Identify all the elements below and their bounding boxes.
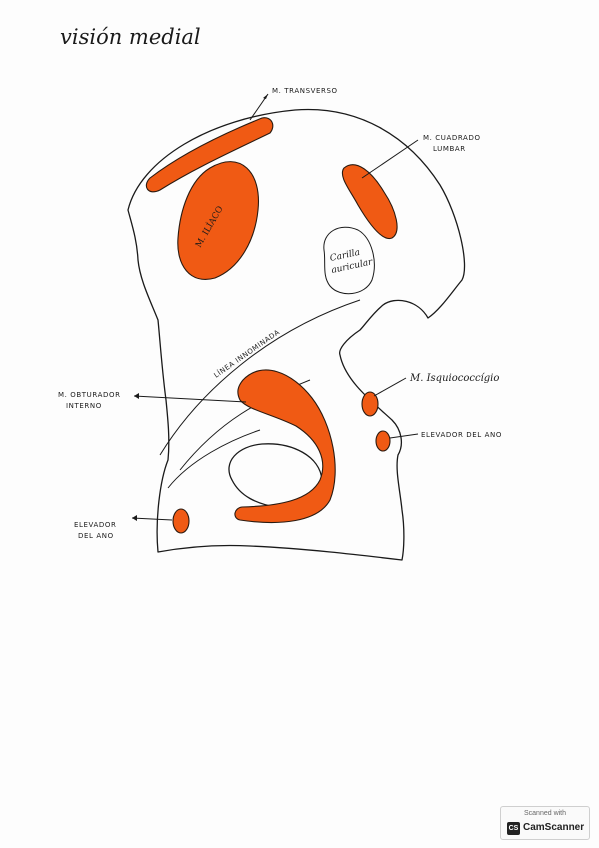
m-transverso xyxy=(145,117,274,193)
m-iliaco xyxy=(177,161,260,280)
isquio-pointer xyxy=(373,377,407,397)
bone-outline xyxy=(127,108,466,561)
auricular-surface xyxy=(323,226,375,295)
elevador-left-pointer-arrowhead xyxy=(132,515,137,521)
arcuate-line xyxy=(159,299,361,456)
obturador-label-2: INTERNO xyxy=(66,402,102,410)
cuadrado-label-2: LUMBAR xyxy=(433,145,466,153)
elevador-right-pointer xyxy=(389,433,419,439)
m-elevador-ano-left xyxy=(172,508,190,534)
elevador-left-label-2: DEL ANO xyxy=(78,532,114,540)
transverso-pointer-arrowhead xyxy=(263,94,268,99)
camscanner-watermark: Scanned with CS CamScanner xyxy=(500,806,590,840)
pubic-curve-line xyxy=(167,429,261,489)
elevador-left-pointer xyxy=(131,517,173,521)
m-elevador-ano-right xyxy=(375,430,391,452)
transverso-label: M. TRANSVERSO xyxy=(272,87,338,95)
scanned-with-text: Scanned with xyxy=(523,810,567,817)
m-obturador-interno xyxy=(234,369,336,524)
obturador-pointer xyxy=(133,395,247,403)
diagram-title: visión medial xyxy=(60,25,201,49)
camscanner-logo-icon: CS xyxy=(507,822,520,835)
m-isquiococcigio xyxy=(361,391,379,417)
cuadrado-pointer xyxy=(361,139,419,179)
cuadrado-label-1: M. CUADRADO xyxy=(423,134,481,142)
elevador-left-label-1: ELEVADOR xyxy=(74,521,116,529)
obturador-label-1: M. OBTURADOR xyxy=(58,391,121,399)
elevador-right-label: ELEVADOR DEL ANO xyxy=(421,431,502,439)
m-cuadrado-lumbar xyxy=(341,164,398,239)
obturador-pointer-arrowhead xyxy=(134,393,139,399)
camscanner-name: CamScanner xyxy=(523,822,585,833)
isquio-label: M. Isquiococcígio xyxy=(409,373,499,384)
